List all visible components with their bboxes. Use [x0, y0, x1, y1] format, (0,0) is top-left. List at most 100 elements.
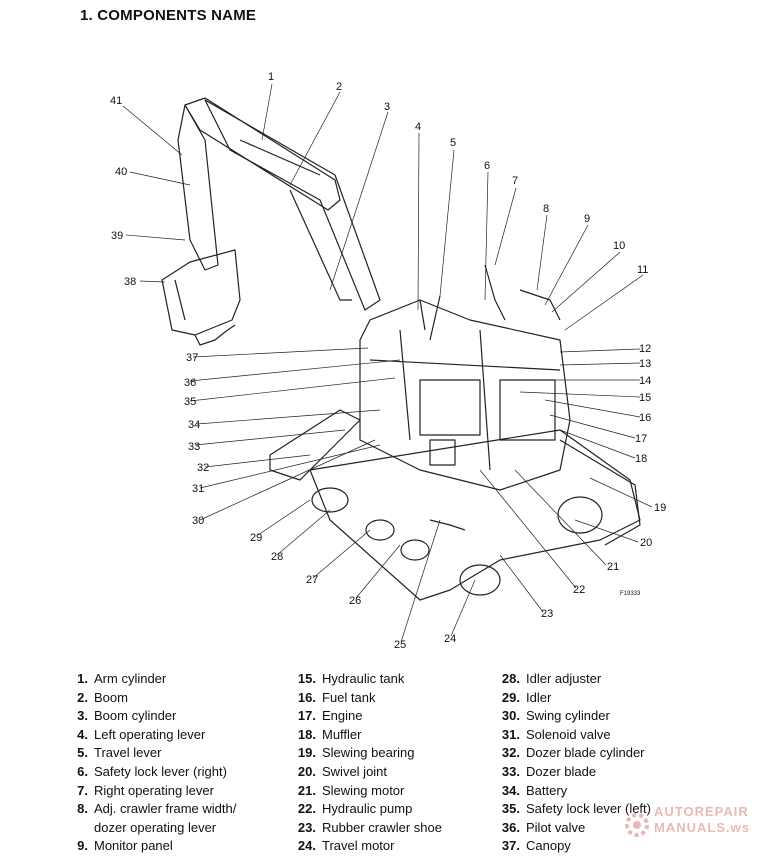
legend-column-3: 28.Idler adjuster 29.Idler 30. Swing cyli…: [494, 670, 651, 856]
callout-1: 1: [268, 71, 274, 83]
callout-6: 6: [484, 160, 490, 172]
legend-number: 21.: [297, 782, 316, 798]
legend-item: 22. Hydraulic pump: [290, 800, 442, 819]
callout-37: 37: [186, 352, 198, 364]
callout-labels: 1 2 3 4 5 6 7 8 9 10 11 12 13 14 15 16 1…: [110, 71, 666, 651]
callout-26: 26: [349, 595, 361, 607]
legend-label: Swing cylinder: [526, 708, 610, 724]
legend-label: Dozer blade cylinder: [526, 745, 645, 761]
callout-12: 12: [639, 343, 651, 355]
legend-number: 5.: [77, 745, 88, 761]
callout-23: 23: [541, 608, 553, 620]
legend-number: 30.: [501, 708, 520, 724]
legend-item: 4. Left operating lever: [62, 726, 236, 745]
legend-item: 29.Idler: [494, 689, 651, 708]
legend-item: 33. Dozer blade: [494, 763, 651, 782]
callout-21: 21: [607, 561, 619, 573]
legend-item: 9. Monitor panel: [62, 837, 236, 856]
legend-label: Dozer blade: [526, 763, 597, 779]
legend-label: Fuel tank: [322, 689, 376, 705]
legend-label: Travel motor: [322, 838, 395, 854]
legend-label: Travel lever: [94, 745, 162, 761]
callout-31: 31: [192, 483, 204, 495]
legend-label: Idler adjuster: [526, 671, 602, 686]
callout-24: 24: [444, 633, 456, 645]
callout-17: 17: [635, 433, 647, 445]
legend-number: 37.: [501, 838, 520, 854]
legend-label: Rubber crawler shoe: [322, 819, 442, 835]
figure-code: F19333: [620, 591, 641, 597]
legend-label: Arm cylinder: [94, 671, 167, 686]
callout-10: 10: [613, 240, 625, 252]
gear-icon: [625, 813, 649, 837]
legend-label: Adj. crawler frame width/: [94, 801, 237, 817]
legend-label: Boom cylinder: [94, 708, 177, 724]
legend-number: 1.: [77, 671, 88, 686]
legend-number: 24.: [297, 838, 316, 854]
legend-label: Slewing bearing: [322, 745, 415, 761]
callout-11: 11: [637, 264, 648, 276]
callout-8: 8: [543, 203, 549, 215]
legend-item: 21.Slewing motor: [290, 782, 442, 801]
legend-item: 19. Slewing bearing: [290, 744, 442, 763]
legend-number: [62, 819, 88, 838]
legend-number: 22.: [297, 801, 316, 817]
legend-item-continuation: dozer operating lever: [62, 819, 236, 838]
callout-28: 28: [271, 551, 283, 563]
callout-38: 38: [124, 276, 136, 288]
legend-column-1: 1. Arm cylinder 2. Boom 3. Boom cylinder 4.…: [62, 670, 236, 856]
legend-item: 20. Swivel joint: [290, 763, 442, 782]
legend-item: 1. Arm cylinder: [62, 670, 236, 689]
legend-label: Swivel joint: [322, 763, 388, 779]
callout-33: 33: [188, 441, 200, 453]
legend-item: 8. Adj. crawler frame width/: [62, 800, 236, 819]
callout-36: 36: [184, 377, 196, 389]
legend-number: 17.: [297, 708, 316, 724]
legend-item: 2. Boom: [62, 689, 236, 708]
legend-item: 5. Travel lever: [62, 744, 236, 763]
callout-9: 9: [584, 213, 590, 225]
callout-25: 25: [394, 639, 406, 651]
legend-item: 32. Dozer blade cylinder: [494, 744, 651, 763]
callout-4: 4: [415, 121, 421, 133]
legend-number: 3.: [77, 708, 88, 724]
legend-number: 19.: [297, 745, 316, 761]
legend-number: 32.: [501, 745, 520, 761]
legend-label: Right operating lever: [94, 782, 214, 798]
legend-number: 15.: [297, 671, 316, 686]
legend-number: 16.: [297, 689, 316, 705]
legend-label: Boom: [94, 689, 128, 705]
legend-label: Left operating lever: [94, 726, 206, 742]
callout-3: 3: [384, 101, 390, 113]
legend-label: Monitor panel: [94, 838, 173, 854]
legend-number: 20.: [297, 763, 316, 779]
legend-number: 4.: [77, 726, 88, 742]
legend-item: 3. Boom cylinder: [62, 707, 236, 726]
callout-40: 40: [115, 166, 127, 178]
callout-19: 19: [654, 502, 666, 514]
legend-item: 15.Hydraulic tank: [290, 670, 442, 689]
excavator-diagram: 1 2 3 4 5 6 7 8 9 10 11 12 13 14 15 16 1…: [110, 71, 666, 651]
legend-number: 36.: [501, 819, 520, 835]
legend-item: 30. Swing cylinder: [494, 707, 651, 726]
legend-number: 31.: [501, 726, 520, 742]
legend-label: Hydraulic pump: [322, 801, 413, 817]
legend-label: Engine: [322, 708, 363, 724]
legend-item: 28.Idler adjuster: [494, 670, 651, 689]
legend-number: 2.: [77, 689, 88, 705]
watermark-line-2: MANUALS.ws: [654, 820, 750, 835]
legend-number: 33.: [501, 763, 520, 779]
callout-13: 13: [639, 358, 651, 370]
callout-15: 15: [639, 392, 651, 404]
legend-number: 9.: [77, 838, 88, 854]
callout-41: 41: [110, 95, 122, 107]
callout-16: 16: [639, 412, 651, 424]
legend-number: 23.: [297, 819, 316, 835]
legend-number: 8.: [77, 801, 88, 817]
callout-20: 20: [640, 537, 652, 549]
callout-18: 18: [635, 453, 647, 465]
legend-column-2: 15.Hydraulic tank 16. Fuel tank 17. Engine…: [290, 670, 442, 856]
legend-item: 16. Fuel tank: [290, 689, 442, 708]
callout-29: 29: [250, 532, 262, 544]
legend-item: 18.Muffler: [290, 726, 442, 745]
